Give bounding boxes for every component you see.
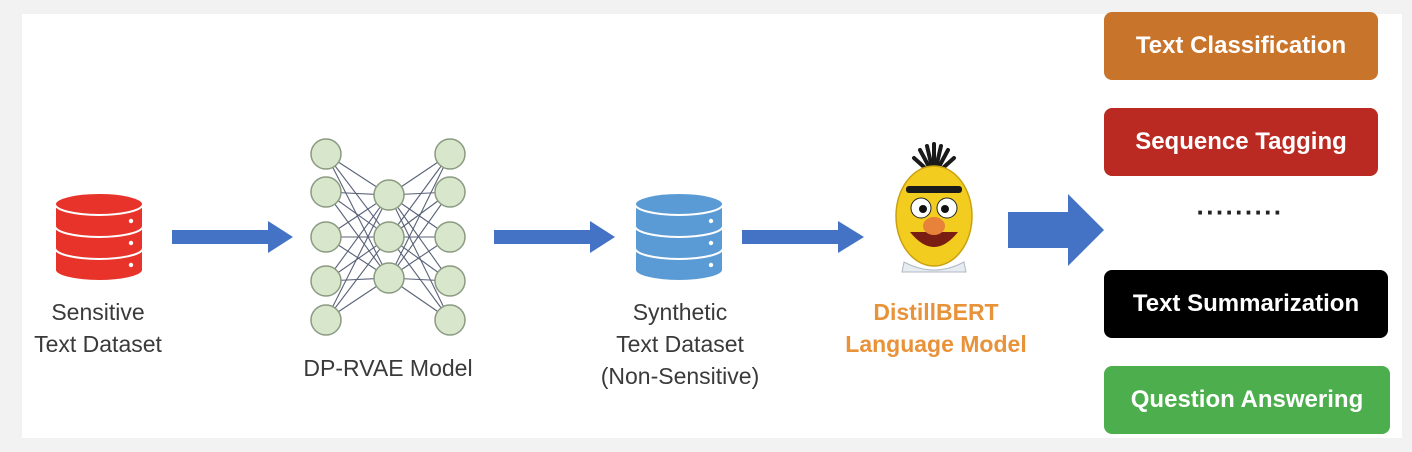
language-model-label: DistillBERT Language Model bbox=[824, 296, 1048, 360]
synthetic-dataset-line1: Synthetic bbox=[632, 299, 728, 325]
synthetic-dataset-line3: (Non-Sensitive) bbox=[600, 363, 760, 389]
language-model-line2: Language Model bbox=[845, 331, 1027, 357]
task-label: Sequence Tagging bbox=[1135, 128, 1347, 155]
bert-character-icon bbox=[895, 142, 973, 273]
synthetic-dataset-line2: Text Dataset bbox=[616, 331, 744, 357]
arrow-to-tasks bbox=[1008, 194, 1104, 266]
sensitive-dataset-line2: Text Dataset bbox=[34, 331, 162, 357]
arrow-to-synthetic bbox=[494, 221, 615, 253]
sensitive-dataset-label: Sensitive Text Dataset bbox=[18, 296, 178, 360]
arrow-to-language-model bbox=[742, 221, 864, 253]
neural-network-icon bbox=[310, 138, 466, 336]
language-model-line1: DistillBERT bbox=[873, 299, 999, 325]
arrow-to-model bbox=[172, 221, 293, 253]
task-text-classification: Text Classification bbox=[1104, 12, 1378, 80]
task-sequence-tagging: Sequence Tagging bbox=[1104, 108, 1378, 176]
task-text-summarization: Text Summarization bbox=[1104, 270, 1388, 338]
synthetic-database-icon bbox=[634, 192, 724, 282]
task-label: Text Classification bbox=[1135, 32, 1347, 59]
task-question-answering: Question Answering bbox=[1104, 366, 1390, 434]
task-label: Text Summarization bbox=[1132, 290, 1360, 317]
synthetic-dataset-label: Synthetic Text Dataset (Non-Sensitive) bbox=[580, 296, 780, 392]
sensitive-database-icon bbox=[54, 192, 144, 282]
tasks-ellipsis: ········· bbox=[1150, 196, 1330, 228]
task-label: Question Answering bbox=[1130, 386, 1364, 413]
ellipsis-text: ········· bbox=[1196, 197, 1284, 227]
sensitive-dataset-line1: Sensitive bbox=[51, 299, 145, 325]
model-label-text: DP-RVAE Model bbox=[303, 355, 473, 381]
model-label: DP-RVAE Model bbox=[288, 352, 488, 384]
